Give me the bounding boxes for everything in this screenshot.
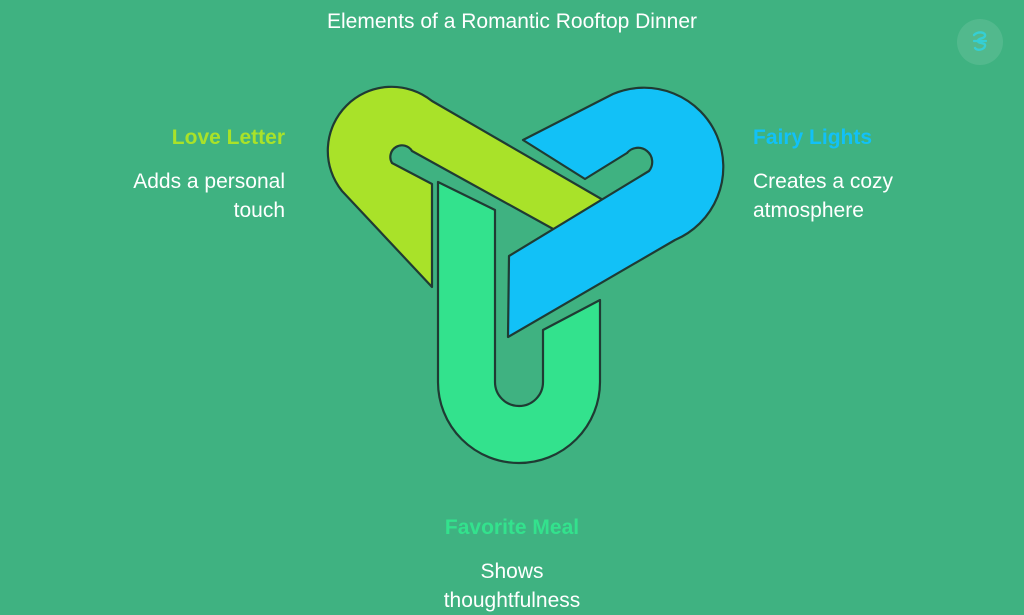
fairy-lights-desc-line: Creates a cozy: [753, 170, 894, 193]
trefoil-knot: [326, 85, 725, 465]
favorite-meal-loop: [436, 180, 602, 465]
love-letter-loop: [326, 85, 612, 289]
brand-logo: [957, 19, 1003, 65]
love-letter-description: Adds a personal touch: [45, 167, 285, 225]
fairy-lights-title: Fairy Lights: [753, 126, 873, 149]
fairy-lights-block: Fairy Lights Creates a cozy atmosphere: [753, 125, 993, 225]
favorite-meal-desc-line: thoughtfulness: [443, 589, 581, 612]
fairy-lights-loop: [506, 86, 725, 339]
brand-logo-icon: [972, 31, 988, 51]
love-letter-title: Love Letter: [171, 126, 285, 149]
favorite-meal-title: Favorite Meal: [444, 516, 580, 539]
favorite-meal-block: Favorite Meal Shows thoughtfulness: [362, 515, 662, 615]
fairy-lights-description: Creates a cozy atmosphere: [753, 167, 993, 225]
love-letter-desc-line: Adds a personal: [133, 170, 285, 193]
diagram-title: Elements of a Romantic Rooftop Dinner: [326, 10, 697, 33]
love-letter-desc-line: touch: [233, 199, 285, 222]
favorite-meal-description: Shows thoughtfulness: [362, 557, 662, 615]
fairy-lights-desc-line: atmosphere: [753, 199, 864, 222]
favorite-meal-desc-line: Shows: [480, 560, 544, 583]
love-letter-block: Love Letter Adds a personal touch: [45, 125, 285, 225]
